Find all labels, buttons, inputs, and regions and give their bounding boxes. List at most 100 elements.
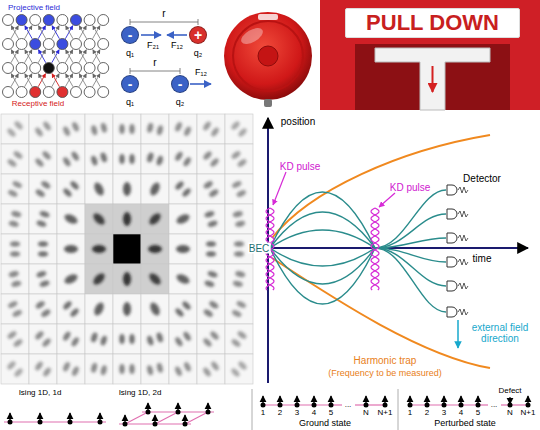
distance-line (130, 71, 180, 72)
detector-signal (458, 235, 468, 241)
chain-bond (4, 421, 106, 422)
gaussian-blob (123, 182, 131, 196)
grid-cell (1, 264, 29, 294)
detector-signal (458, 259, 468, 265)
trap-label: Harmonic trap (354, 355, 417, 366)
spin-site (153, 422, 158, 427)
gaussian-blob (181, 187, 192, 198)
gaussian-blob (13, 120, 24, 131)
net-link (25, 26, 32, 39)
net-unit (98, 15, 109, 26)
distance-line (130, 22, 198, 23)
bell-ring (233, 21, 303, 91)
gaussian-blob (64, 245, 78, 253)
gaussian-blob (174, 121, 183, 132)
grid-cell (113, 174, 141, 204)
net-link (25, 26, 32, 39)
detector-symbol (447, 307, 457, 317)
net-link (52, 26, 59, 39)
grid-cell (57, 234, 85, 264)
net-unit (84, 39, 95, 50)
charge-label: q₁ (126, 49, 134, 59)
gaussian-blob (208, 188, 219, 198)
charge-label: q₁ (126, 98, 134, 108)
model-label: Ising 1D, 1d (19, 389, 62, 398)
grid-cell (85, 324, 113, 354)
grid-cell (169, 114, 197, 144)
gaussian-grid (1, 114, 253, 384)
gaussian-blob (123, 302, 131, 316)
gaussian-blob (90, 155, 98, 166)
atom-path (270, 248, 375, 304)
gaussian-blob (100, 152, 108, 163)
grid-cell (85, 294, 113, 324)
atom-path (270, 248, 375, 266)
alarm-bell (224, 12, 312, 107)
gaussian-blob (38, 241, 48, 247)
net-link (93, 74, 100, 87)
gaussian-blob (230, 150, 241, 160)
site-number: 3 (442, 409, 446, 418)
gaussian-blob (62, 126, 71, 137)
gaussian-blob (176, 245, 190, 253)
gaussian-blob (207, 270, 218, 278)
net-link (65, 26, 72, 39)
net-link (79, 26, 86, 39)
net-link (25, 50, 32, 63)
gaussian-blob (156, 155, 164, 166)
net-unit (3, 63, 14, 74)
gaussian-blob (100, 335, 108, 346)
net-link (38, 74, 45, 87)
net-link (66, 74, 73, 87)
field-label: Projective field (8, 4, 60, 13)
net-link (93, 50, 100, 63)
bell-highlight (239, 25, 266, 47)
gaussian-blob (100, 122, 108, 133)
grid-cell (197, 234, 225, 264)
gaussian-blob (210, 360, 220, 371)
net-link (11, 50, 18, 63)
gaussian-blob (91, 271, 107, 287)
net-link (65, 74, 72, 87)
grid-cell (29, 264, 57, 294)
gaussian-blob (92, 245, 106, 253)
site-number: 4 (312, 409, 316, 418)
net-link (25, 74, 32, 87)
kd-pulse (371, 208, 379, 290)
gaussian-blob (156, 332, 164, 343)
grid-cell (141, 264, 169, 294)
net-unit (84, 87, 95, 98)
gaussian-blob (62, 156, 72, 167)
atom-path (270, 230, 375, 248)
gaussian-blob (41, 150, 52, 161)
fire-alarm (320, 0, 540, 110)
gaussian-blob (119, 154, 125, 164)
alarm-body (320, 0, 540, 110)
grid-cell (225, 114, 253, 144)
gaussian-blob (13, 367, 24, 378)
gaussian-blob (42, 120, 52, 131)
gaussian-blob (34, 360, 44, 371)
gaussian-blob (146, 152, 154, 163)
net-unit (98, 87, 109, 98)
gaussian-blob (90, 332, 98, 343)
field-label: Receptive field (12, 100, 64, 109)
grid-cell (169, 264, 197, 294)
sign-panel: PULL DOWN (345, 8, 520, 38)
gaussian-blob (202, 366, 212, 377)
gaussian-blob (146, 335, 154, 346)
net-unit (30, 87, 41, 98)
field-direction-label: external field direction (464, 322, 536, 344)
net-link (38, 74, 45, 87)
charge-sign: + (194, 28, 202, 42)
gaussian-blob (237, 127, 248, 138)
bell-dome (224, 12, 312, 100)
grid-cell (1, 324, 29, 354)
net-link (38, 26, 45, 39)
grid-cell (169, 234, 197, 264)
site-number: 2 (278, 409, 282, 418)
grid-cell (197, 204, 225, 234)
gaussian-blob (129, 124, 135, 134)
site-number: N+1 (521, 409, 536, 418)
